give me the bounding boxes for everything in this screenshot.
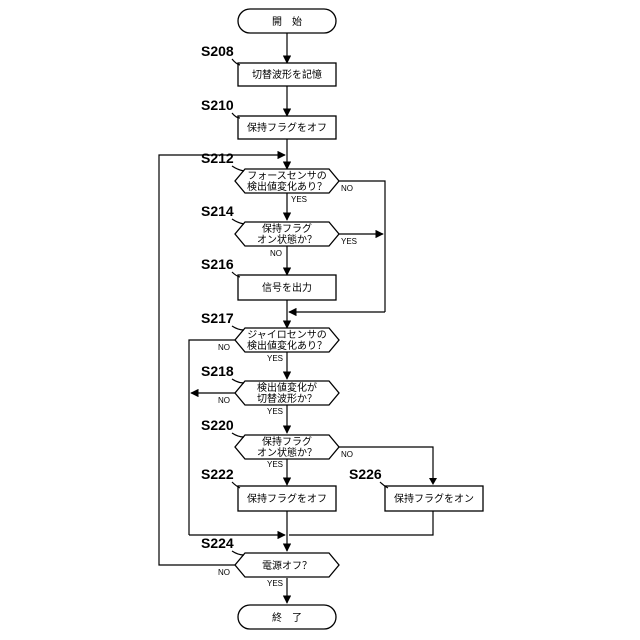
step-label-s210: S210 [201,97,234,113]
no-label-s220: NO [341,450,353,459]
start-label: 開 始 [272,15,302,28]
yes-label-s214: YES [341,237,357,246]
s217-line1: ジャイロセンサの [247,329,327,341]
step-label-s212: S212 [201,150,234,166]
s210-label: 保持フラグをオフ [247,121,327,134]
arrowhead-s226 [429,478,437,485]
step-label-s217: S217 [201,310,234,326]
s224-label: 電源オフ？ [262,559,312,572]
no-label-s224: NO [218,568,230,577]
s220-line1: 保持フラグ [262,435,312,448]
s217-line2: 検出値変化あり？ [247,339,327,352]
line-s226-merge [289,511,433,535]
yes-label-s217: YES [267,354,283,363]
leader-s220 [232,433,244,437]
s220-line2: オン状態か？ [257,446,317,459]
leader-s218 [232,379,244,383]
step-label-s218: S218 [201,363,234,379]
yes-label-s220: YES [267,460,283,469]
s212-line2: 検出値変化あり？ [247,180,327,193]
leader-s212 [232,166,244,171]
step-label-s224: S224 [201,535,234,551]
leader-s214 [232,219,244,224]
step-label-s220: S220 [201,417,234,433]
yes-label-s218: YES [267,407,283,416]
leader-s222 [232,482,240,488]
end-label: 終 了 [272,611,302,624]
yes-label-s224: YES [267,579,283,588]
no-label-s212: NO [341,184,353,193]
leader-s217 [232,326,244,330]
no-label-s217: NO [218,343,230,352]
step-label-s214: S214 [201,203,234,219]
leader-s224 [232,551,244,555]
s214-line2: オン状態か？ [257,233,317,246]
s214-line1: 保持フラグ [262,222,312,235]
step-label-s208: S208 [201,43,234,59]
yes-label-s212: YES [291,195,307,204]
s212-line1: フォースセンサの [247,170,327,182]
step-label-s222: S222 [201,466,234,482]
s218-line1: 検出値変化が [257,381,317,394]
s222-label: 保持フラグをオフ [247,492,327,505]
s226-label: 保持フラグをオン [394,492,474,505]
line-s212-no [339,181,385,312]
no-label-s214: NO [270,249,282,258]
leader-s226 [380,482,388,488]
step-label-s226: S226 [349,466,382,482]
s216-label: 信号を出力 [262,281,312,294]
step-label-s216: S216 [201,256,234,272]
s218-line2: 切替波形か？ [257,392,317,405]
leader-s208 [232,59,240,65]
no-label-s218: NO [218,396,230,405]
s208-label: 切替波形を記憶 [252,68,322,81]
